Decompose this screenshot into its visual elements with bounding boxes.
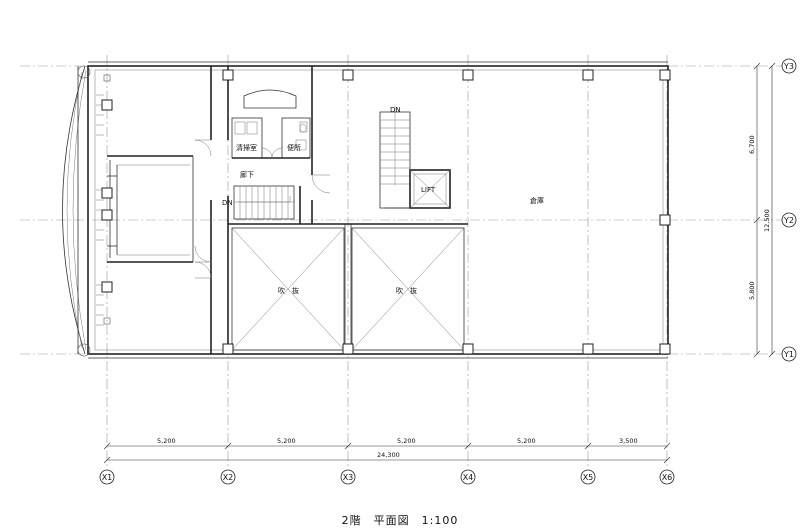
void-left (231, 227, 345, 351)
room-cleaning-label: 清掃室 (236, 143, 257, 152)
x-span-4: 5,200 (517, 437, 536, 445)
grid-x2: X2 (223, 473, 234, 482)
grid-x5: X5 (583, 473, 594, 482)
y-total: 12,500 (763, 209, 771, 232)
lift-shaft (385, 169, 451, 209)
stair-right-dn-label: DN (390, 106, 401, 114)
x-span-1: 5,200 (157, 437, 176, 445)
stair-left (234, 186, 294, 219)
y-span-2: 5,800 (748, 281, 756, 300)
room-toilet-label: 便所 (287, 143, 301, 152)
stair-right (379, 106, 411, 209)
grid-x6: X6 (662, 473, 673, 482)
outer-walls (62, 61, 669, 359)
fixtures (234, 121, 308, 151)
stair-left-dn-label: DN (222, 199, 233, 207)
void-left-label: 吹 抜 (278, 286, 299, 295)
door-swings (194, 139, 331, 279)
grid-x4: X4 (463, 473, 474, 482)
room-lift-label: LIFT (421, 186, 436, 194)
drawing-title: 2階 平面図 1:100 (342, 513, 459, 527)
x-grid-bubbles: X1 X2 X3 X4 X5 X6 (99, 469, 675, 485)
room-corridor-label: 廊下 (240, 170, 254, 179)
x-span-3: 5,200 (397, 437, 416, 445)
grid-y2: Y2 (783, 216, 794, 225)
x-dimensions: 5,200 5,200 5,200 5,200 3,500 24,300 (103, 437, 671, 464)
x-span-2: 5,200 (277, 437, 296, 445)
room-labels: 清掃室 便所 廊下 LIFT 倉庫 吹 抜 吹 抜 DN DN (222, 106, 544, 295)
y-grid-bubbles: Y3 Y2 Y1 (781, 58, 797, 362)
grid-y3: Y3 (783, 62, 794, 71)
x-total: 24,300 (377, 451, 400, 459)
grid-x3: X3 (343, 473, 354, 482)
interior-walls (107, 66, 468, 354)
columns (101, 69, 671, 355)
y-span-1: 6,700 (748, 135, 756, 154)
grid-y1: Y1 (783, 350, 794, 359)
void-right-label: 吹 抜 (396, 286, 417, 295)
room-warehouse-label: 倉庫 (530, 196, 544, 205)
x-span-5: 3,500 (619, 437, 638, 445)
void-right (351, 227, 465, 351)
y-dimensions: 6,700 5,800 12,500 (748, 62, 776, 358)
grid-x1: X1 (102, 473, 113, 482)
